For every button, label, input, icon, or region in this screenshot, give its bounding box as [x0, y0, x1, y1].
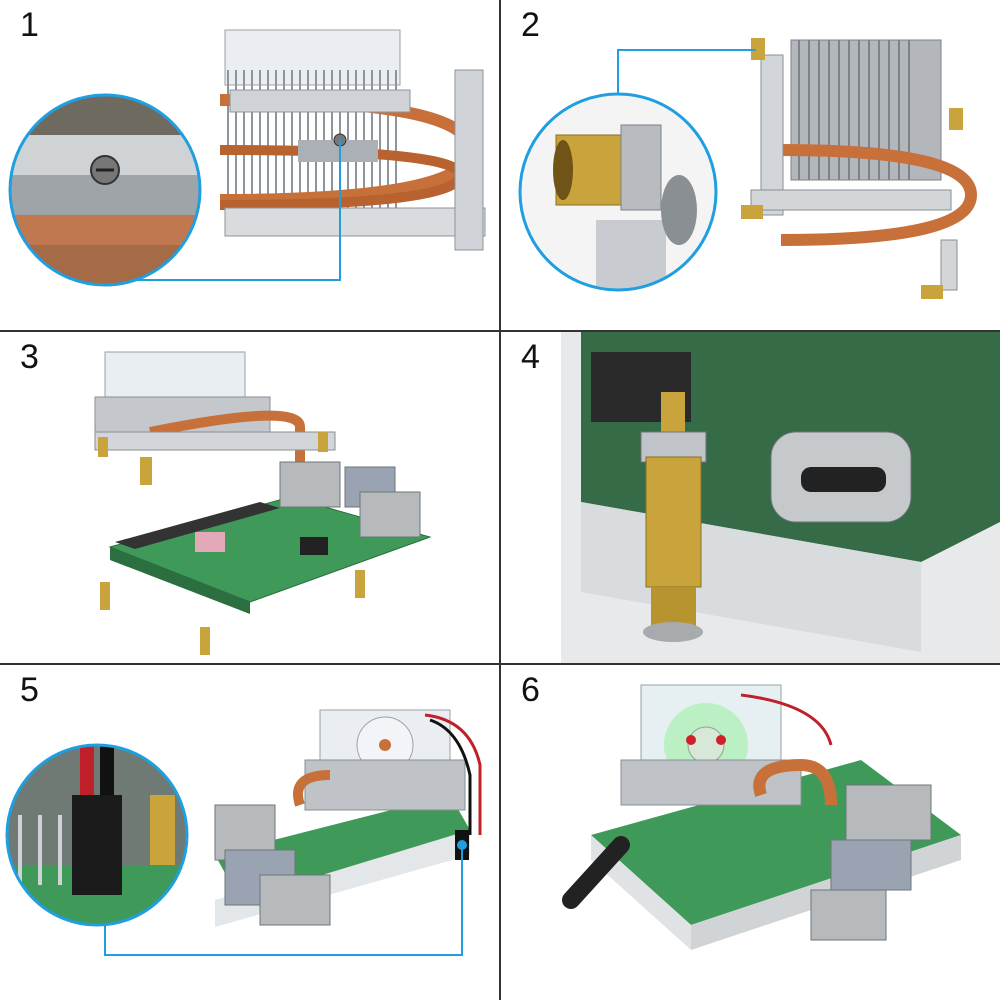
- panel-illustration-fan-connection: [5, 709, 482, 956]
- cooler-with-fan: [94, 351, 336, 485]
- divider: [0, 330, 1000, 332]
- step-panel-1: 1: [0, 0, 499, 330]
- step-panel-6: 6: [501, 665, 1000, 1000]
- zoom-callout-standoff: [520, 94, 716, 290]
- step-number: 4: [521, 338, 540, 376]
- step-number: 2: [521, 6, 540, 44]
- step-panel-5: 5: [0, 665, 499, 1000]
- step-panel-2: 2: [501, 0, 1000, 330]
- brass-standoff: [645, 456, 702, 588]
- step-panel-3: 3: [0, 332, 499, 663]
- usb-c-cable: [562, 836, 630, 909]
- panel-illustration-running-with-led: [562, 684, 961, 950]
- panel-illustration-exploded-assembly: [94, 351, 432, 655]
- brass-standoff: [355, 570, 365, 598]
- brass-standoff: [100, 582, 110, 610]
- step-number: 6: [521, 671, 540, 709]
- divider: [499, 0, 501, 1000]
- raspberry-pi-board: [108, 461, 432, 614]
- heatsink-bracket: [741, 38, 978, 299]
- panel-illustration-brass-standoffs: [518, 38, 978, 299]
- assembled-pi-with-cooler: [214, 709, 482, 927]
- step-number: 5: [20, 671, 39, 709]
- divider: [0, 663, 1000, 665]
- panel-illustration-heatsink-screw: [8, 29, 486, 287]
- heatsink-cooler: [219, 29, 486, 251]
- panel-illustration-standoff-closeup: [561, 332, 1000, 663]
- zoom-callout-screw: [10, 95, 200, 285]
- brass-standoff: [200, 627, 210, 655]
- step-number: 1: [20, 6, 39, 44]
- zoom-callout-fan-pins: [7, 745, 187, 925]
- step-number: 3: [20, 338, 39, 376]
- step-panel-4: 4: [501, 332, 1000, 663]
